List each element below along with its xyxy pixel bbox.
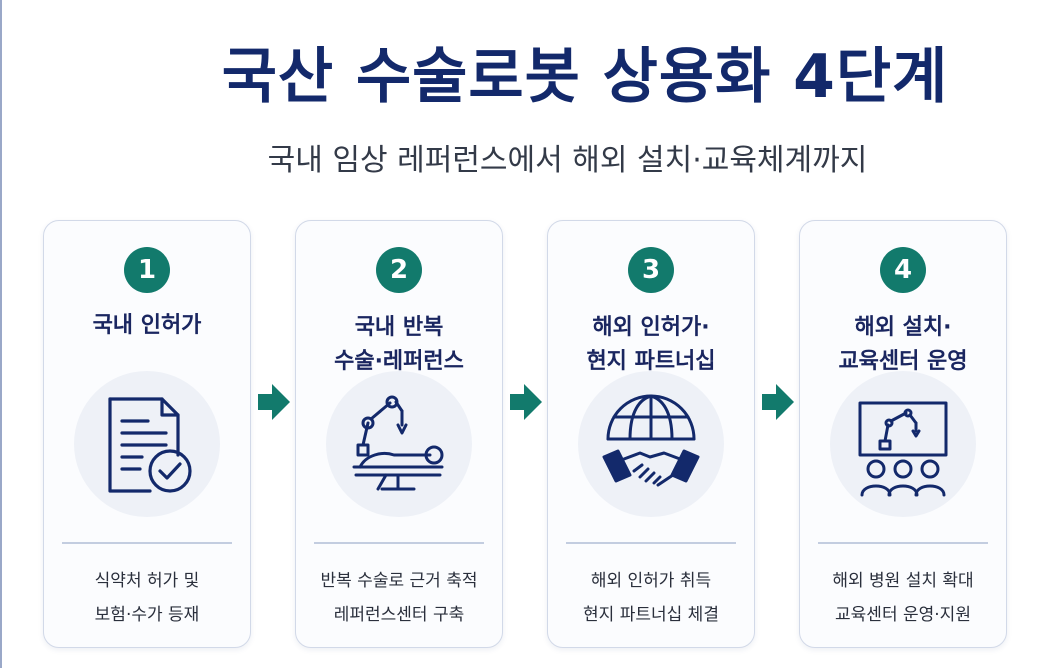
document-check-icon bbox=[74, 371, 220, 517]
step-card-3: 3 해외 인허가· 현지 파트너십 해외 인허가 취득 현지 파트너십 체결 bbox=[547, 220, 755, 648]
step-title: 해외 인허가· 현지 파트너십 bbox=[554, 311, 748, 379]
step-number-badge: 4 bbox=[880, 247, 926, 293]
step-card-4: 4 해외 설치· 교육센터 운영 해외 병원 설치 확대 교육센터 운영·지원 bbox=[799, 220, 1007, 648]
globe-handshake-icon bbox=[578, 371, 724, 517]
step-title-line: 해외 설치· bbox=[854, 315, 952, 340]
step-title-line: 현지 파트너십 bbox=[586, 349, 716, 374]
step-card-1: 1 국내 인허가 식약처 허가 및 보험·수가 등재 bbox=[43, 220, 251, 648]
card-divider bbox=[62, 542, 232, 544]
step-number-badge: 3 bbox=[628, 247, 674, 293]
next-step-arrow-icon bbox=[258, 384, 290, 420]
card-divider bbox=[818, 542, 988, 544]
surgical-robot-bed-icon bbox=[326, 371, 472, 517]
step-card-2: 2 국내 반복 수술·레퍼런스 반복 수술로 근거 축적 레퍼런스센터 구축 bbox=[295, 220, 503, 648]
step-title: 해외 설치· 교육센터 운영 bbox=[806, 311, 1000, 379]
step-desc-line: 해외 인허가 취득 bbox=[590, 571, 712, 591]
step-title-line: 국내 반복 bbox=[354, 315, 444, 340]
step-desc-line: 레퍼런스센터 구축 bbox=[333, 605, 465, 625]
step-desc-line: 보험·수가 등재 bbox=[94, 605, 200, 625]
step-title-line: 교육센터 운영 bbox=[838, 349, 968, 374]
page-subtitle: 국내 임상 레퍼런스에서 해외 설치·교육체계까지 bbox=[267, 143, 868, 178]
card-divider bbox=[314, 542, 484, 544]
step-title-line: 국내 인허가 bbox=[92, 313, 202, 338]
step-title: 국내 반복 수술·레퍼런스 bbox=[302, 311, 496, 379]
next-step-arrow-icon bbox=[762, 384, 794, 420]
step-title-line: 해외 인허가· bbox=[592, 315, 710, 340]
step-desc-line: 해외 병원 설치 확대 bbox=[832, 571, 974, 591]
step-desc-line: 현지 파트너십 체결 bbox=[583, 605, 719, 625]
next-step-arrow-icon bbox=[510, 384, 542, 420]
step-number-badge: 1 bbox=[124, 247, 170, 293]
step-description: 식약처 허가 및 보험·수가 등재 bbox=[50, 564, 244, 632]
card-divider bbox=[566, 542, 736, 544]
step-title-line: 수술·레퍼런스 bbox=[334, 349, 464, 374]
step-title: 국내 인허가 bbox=[50, 309, 244, 343]
step-description: 반복 수술로 근거 축적 레퍼런스센터 구축 bbox=[302, 564, 496, 632]
step-desc-line: 식약처 허가 및 bbox=[94, 571, 200, 591]
step-desc-line: 교육센터 운영·지원 bbox=[835, 605, 971, 625]
step-description: 해외 병원 설치 확대 교육센터 운영·지원 bbox=[806, 564, 1000, 632]
step-description: 해외 인허가 취득 현지 파트너십 체결 bbox=[554, 564, 748, 632]
training-screen-audience-icon bbox=[830, 371, 976, 517]
left-frame-line bbox=[0, 0, 2, 668]
step-number-badge: 2 bbox=[376, 247, 422, 293]
page-title: 국산 수술로봇 상용화 4단계 bbox=[221, 42, 949, 112]
step-desc-line: 반복 수술로 근거 축적 bbox=[320, 571, 478, 591]
